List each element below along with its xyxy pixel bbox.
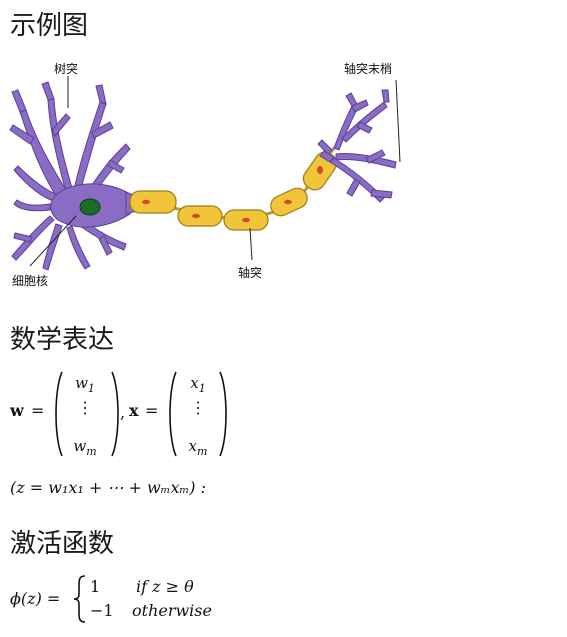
w-first-symbol: w [75, 374, 88, 392]
w-last-subscript: m [86, 445, 97, 458]
case1-condition: if z ≥ θ [136, 577, 194, 596]
section-title-math: 数学表达 [10, 325, 115, 355]
x-vector-name: x [129, 401, 139, 420]
x-vector-brackets [169, 371, 227, 457]
x-equals: = [145, 401, 159, 420]
label-axon: 轴突 [238, 266, 263, 280]
case2-condition: otherwise [132, 601, 212, 620]
x-vector-last: xm [178, 437, 218, 458]
w-vector-name: w [10, 401, 24, 420]
axon-terminals [317, 89, 397, 203]
label-axon-terminal: 轴突末梢 [344, 62, 393, 76]
label-nucleus: 细胞核 [12, 274, 49, 288]
w-vector-vdots: ⋮ [77, 398, 93, 417]
nucleus-shape [79, 198, 101, 216]
x-last-subscript: m [197, 445, 208, 458]
activation-lhs: ϕ(z) = [10, 589, 61, 608]
myelin-sheaths [129, 151, 338, 231]
myelin-nodes [142, 166, 323, 223]
neuron-figure: 树突 轴突末梢 细胞核 轴突 [0, 52, 420, 297]
x-first-subscript: 1 [198, 382, 206, 395]
x-first-symbol: x [190, 374, 199, 392]
w-equals: = [31, 401, 45, 420]
w-last-symbol: w [73, 437, 87, 455]
label-pointers [29, 76, 401, 267]
neuron-illustration [9, 76, 401, 271]
x-last-symbol: x [188, 437, 198, 455]
z-expression: (z = w₁x₁ + ⋯ + wₘxₘ) : [10, 478, 207, 497]
activation-brace [73, 575, 86, 623]
case1-value: 1 [90, 577, 101, 596]
section-title-activation: 激活函数 [10, 529, 115, 559]
vector-separator: , [120, 403, 126, 422]
case2-value: −1 [90, 601, 114, 620]
label-dendrite: 树突 [54, 62, 79, 76]
w-first-subscript: 1 [87, 382, 95, 395]
w-vector-first: w1 [65, 374, 105, 395]
x-vector-vdots: ⋮ [190, 398, 206, 417]
w-vector-brackets [55, 371, 119, 457]
w-vector-last: wm [65, 437, 105, 458]
x-vector-first: x1 [178, 374, 218, 395]
section-title-example: 示例图 [10, 11, 89, 41]
neuron-cell-body [9, 81, 141, 271]
